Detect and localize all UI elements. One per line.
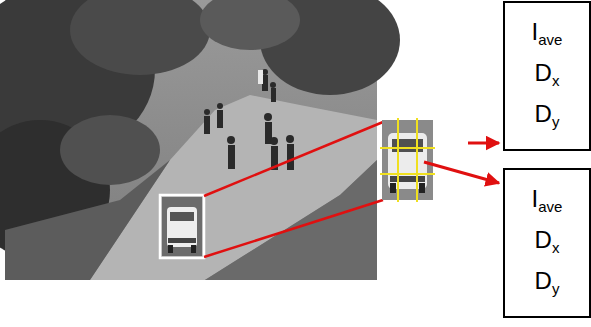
zoom-line xyxy=(204,122,383,196)
feature-term: Dx xyxy=(535,223,560,264)
feature-box: IaveDxDy xyxy=(503,168,591,318)
feature-term: Iave xyxy=(532,182,563,223)
grid-lines xyxy=(380,118,435,202)
feature-term: Iave xyxy=(532,15,563,56)
zoom-patch xyxy=(380,118,435,202)
street-photo xyxy=(0,0,400,280)
feature-box: IaveDxDy xyxy=(503,1,591,151)
feature-term: Dy xyxy=(535,264,560,305)
feature-arrow xyxy=(468,142,499,145)
zoom-line xyxy=(204,200,383,257)
feature-term: Dx xyxy=(535,56,560,97)
feature-arrow xyxy=(424,162,499,183)
feature-term: Dy xyxy=(535,97,560,138)
